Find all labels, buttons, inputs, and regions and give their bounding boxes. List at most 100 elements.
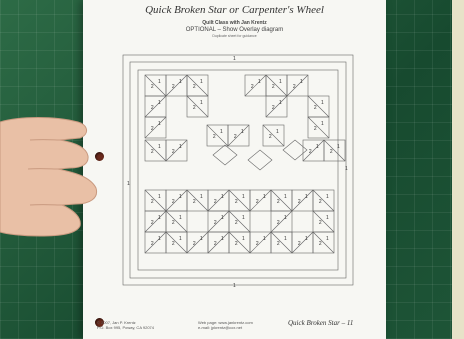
diagram-line — [187, 96, 208, 117]
piece-number: 1 — [242, 236, 245, 242]
diagram-line — [271, 190, 292, 211]
piece-number: 1 — [284, 215, 287, 221]
diagram-line — [287, 75, 308, 96]
piece-number: 1 — [241, 129, 244, 135]
piece-number: 2 — [314, 126, 317, 132]
piece-number: 2 — [151, 220, 154, 226]
diagram-line — [145, 232, 166, 253]
footer-copyright: © 2007, Jan P. Krentz P.O. Box 995, Powa… — [97, 320, 154, 330]
piece-number: 2 — [151, 126, 154, 132]
piece-number: 1 — [321, 121, 324, 127]
piece-number: 1 — [263, 194, 266, 200]
diagram-line — [266, 75, 287, 96]
diagram-line — [250, 190, 271, 211]
piece-number: 2 — [269, 134, 272, 140]
diagram-border — [123, 55, 353, 285]
diagram-line — [145, 211, 166, 232]
piece-number: 2 — [314, 105, 317, 111]
piece-number: 1 — [179, 215, 182, 221]
piece-number: 2 — [214, 199, 217, 205]
piece-number: 1 — [258, 79, 261, 85]
piece-number: 2 — [151, 105, 154, 111]
diagram-line — [271, 211, 292, 232]
piece-number: 2 — [214, 241, 217, 247]
piece-number: 2 — [277, 241, 280, 247]
piece-number: 1 — [221, 236, 224, 242]
piece-number: 2 — [256, 199, 259, 205]
piece-number: 2 — [298, 199, 301, 205]
diagram-line — [229, 190, 250, 211]
piece-number: 2 — [172, 220, 175, 226]
diagram-line — [207, 125, 228, 146]
piece-number: 1 — [345, 166, 348, 172]
piece-number: 1 — [200, 236, 203, 242]
piece-number: 1 — [242, 194, 245, 200]
footer-contact: Web page: www.jankrentz.com e-mail: jpkr… — [198, 320, 253, 330]
piece-number: 1 — [200, 100, 203, 106]
piece-number: 2 — [235, 241, 238, 247]
piece-number: 2 — [293, 84, 296, 90]
piece-number: 2 — [309, 149, 312, 155]
piece-number: 1 — [300, 79, 303, 85]
diagram-line — [145, 117, 166, 138]
diagram-line — [187, 75, 208, 96]
piece-number: 2 — [193, 105, 196, 111]
address-text: P.O. Box 995, Poway, CA 92074 — [97, 325, 154, 330]
piece-number: 1 — [200, 194, 203, 200]
diagram-line — [292, 232, 313, 253]
piece-number: 2 — [277, 199, 280, 205]
diagram-line — [166, 232, 187, 253]
piece-number: 1 — [279, 79, 282, 85]
diagram-line — [208, 190, 229, 211]
diagram-line — [313, 190, 334, 211]
piece-number: 1 — [179, 194, 182, 200]
piece-number: 1 — [179, 236, 182, 242]
quilt-diagram: 1111212121212121212121212121212121212121… — [83, 0, 386, 339]
diagram-line — [250, 232, 271, 253]
piece-number: 1 — [220, 129, 223, 135]
piece-number: 2 — [272, 105, 275, 111]
piece-number: 2 — [272, 84, 275, 90]
piece-number: 2 — [151, 84, 154, 90]
piece-number: 1 — [316, 144, 319, 150]
diagram-line — [166, 140, 187, 161]
diagram-line — [266, 96, 287, 117]
piece-number: 1 — [263, 236, 266, 242]
piece-number: 1 — [326, 236, 329, 242]
piece-number: 2 — [235, 199, 238, 205]
piece-number: 1 — [158, 215, 161, 221]
diagram-line — [308, 96, 329, 117]
piece-number: 2 — [251, 84, 254, 90]
piece-number: 1 — [200, 79, 203, 85]
piece-number: 2 — [151, 241, 154, 247]
piece-number: 2 — [235, 220, 238, 226]
piece-number: 2 — [330, 149, 333, 155]
diagram-line — [166, 190, 187, 211]
email-text: e-mail: jpkrentz@cox.net — [198, 325, 253, 330]
diagram-line — [292, 190, 313, 211]
piece-number: 1 — [284, 194, 287, 200]
piece-number: 2 — [277, 220, 280, 226]
piece-number: 1 — [326, 215, 329, 221]
piece-number: 2 — [151, 199, 154, 205]
diamond-piece — [283, 140, 307, 160]
piece-number: 1 — [179, 144, 182, 150]
diagram-line — [308, 117, 329, 138]
mat-ruler-edge — [452, 0, 464, 339]
piece-number: 1 — [158, 194, 161, 200]
piece-number: 2 — [172, 149, 175, 155]
diagram-line — [187, 232, 208, 253]
piece-number: 1 — [321, 100, 324, 106]
piece-number: 2 — [151, 149, 154, 155]
diagram-line — [166, 75, 187, 96]
diagram-line — [263, 125, 284, 146]
piece-number: 1 — [305, 236, 308, 242]
diagram-line — [187, 190, 208, 211]
diagram-line — [208, 232, 229, 253]
piece-number: 2 — [319, 220, 322, 226]
piece-number: 1 — [276, 129, 279, 135]
piece-number: 1 — [158, 121, 161, 127]
diagram-line — [166, 211, 187, 232]
piece-number: 1 — [158, 144, 161, 150]
piece-number: 1 — [158, 100, 161, 106]
